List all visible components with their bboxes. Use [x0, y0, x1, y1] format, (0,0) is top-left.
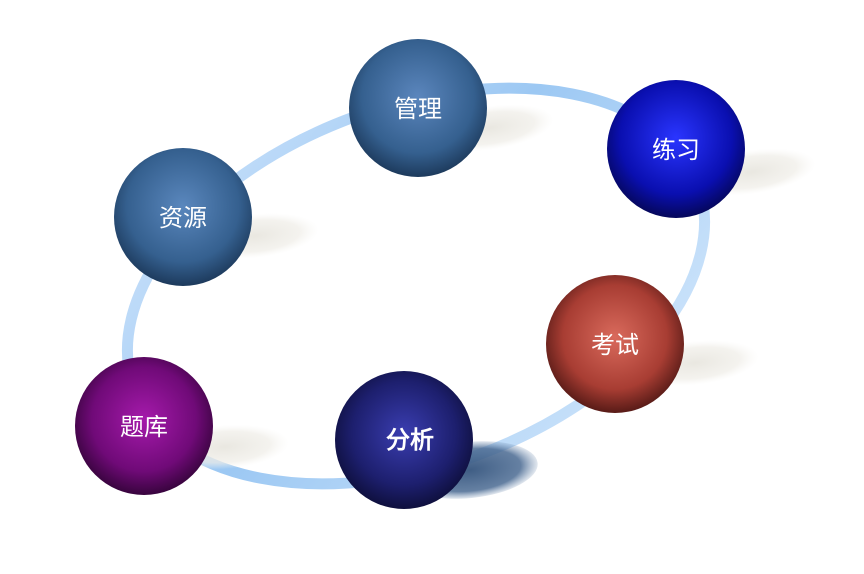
- node-label: 资源: [159, 204, 207, 232]
- node-fenxi: 分析: [335, 371, 473, 509]
- node-kaoshi: 考试: [546, 275, 684, 413]
- node-lianxi: 练习: [607, 80, 745, 218]
- node-label: 题库: [120, 413, 168, 441]
- node-label: 分析: [386, 426, 434, 454]
- node-label: 考试: [591, 331, 639, 359]
- node-guanli: 管理: [349, 39, 487, 177]
- node-ziyuan: 资源: [114, 148, 252, 286]
- node-tiku: 题库: [75, 357, 213, 495]
- node-label: 练习: [652, 136, 700, 164]
- node-label: 管理: [394, 95, 442, 123]
